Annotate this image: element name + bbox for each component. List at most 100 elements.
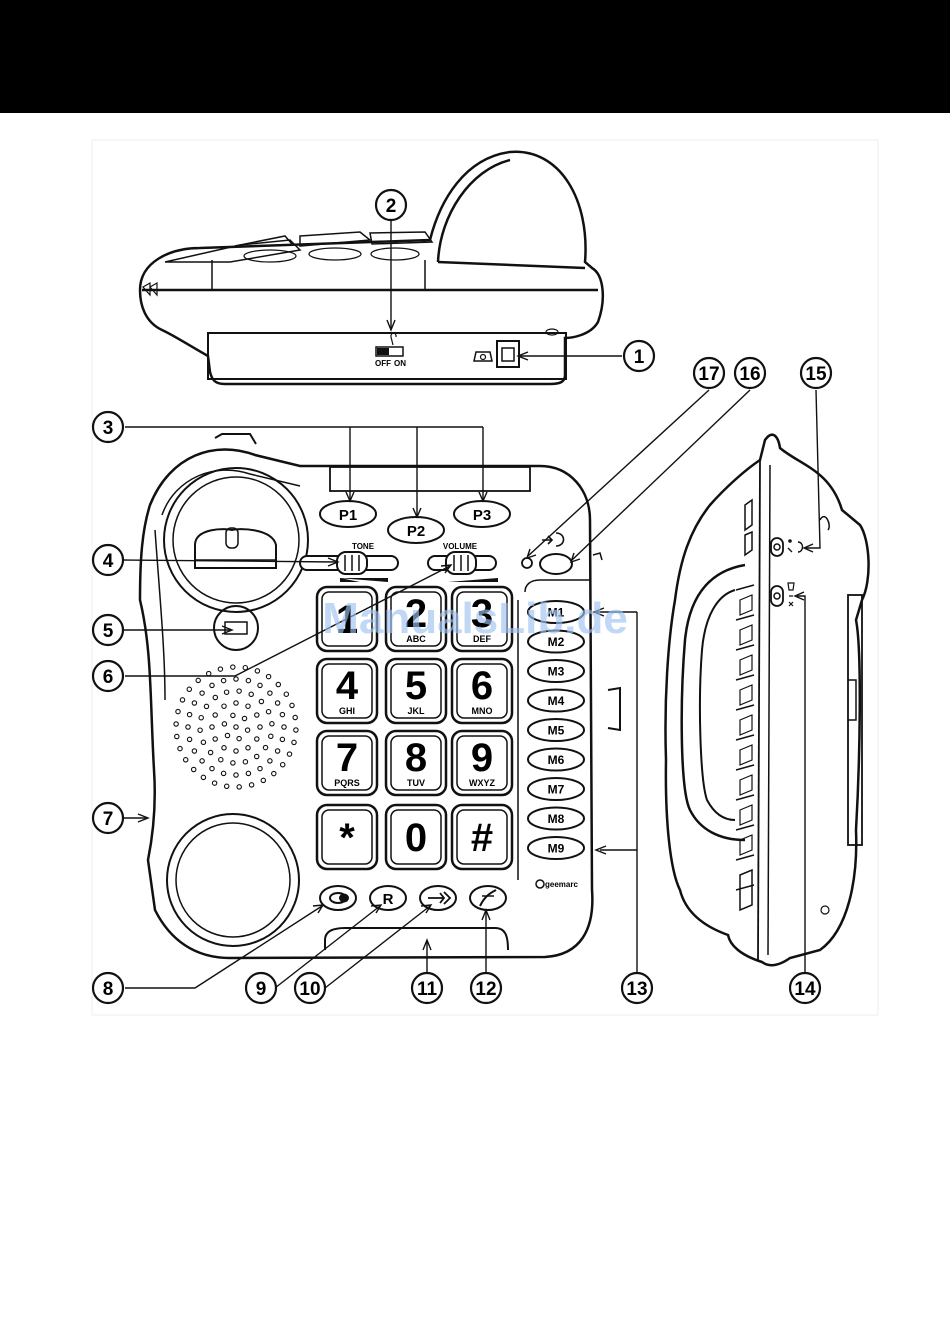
speaker-hole [192, 701, 196, 705]
memory-key-m8[interactable]: M8 [528, 808, 584, 830]
callout-number: 13 [626, 979, 647, 1000]
speaker-hole [293, 715, 297, 719]
program-keys: P1 P2 P3 [320, 501, 510, 543]
speaker-hole [234, 701, 238, 705]
speaker-hole [242, 716, 246, 720]
speaker-hole [213, 737, 217, 741]
memory-key-m5[interactable]: M5 [528, 719, 584, 741]
speaker-hole [237, 785, 241, 789]
speaker-hole [246, 746, 250, 750]
memory-key-m4[interactable]: M4 [528, 690, 584, 712]
speaker-hole [234, 677, 238, 681]
speaker-hole [261, 778, 265, 782]
speaker-hole [294, 728, 298, 732]
speaker-hole [272, 771, 276, 775]
key-letters: PQRS [334, 778, 360, 788]
memory-key-label: M9 [548, 842, 565, 856]
callout-number: 4 [103, 551, 114, 572]
callout-number: 6 [103, 667, 114, 688]
volume-slider-label: VOLUME [443, 542, 478, 551]
speaker-hole [270, 722, 274, 726]
speaker-hole [259, 699, 263, 703]
function-keys: R [320, 886, 506, 910]
speaker-hole [207, 671, 211, 675]
key-digit: 7 [336, 736, 358, 780]
key-digit: 9 [471, 736, 493, 780]
speaker-hole [200, 691, 204, 695]
speaker-hole [246, 678, 250, 682]
speaker-hole [201, 740, 205, 744]
speaker-hole [275, 701, 279, 705]
callout-7: 7 [93, 803, 123, 833]
speaker-hole [222, 704, 226, 708]
memory-key-label: M5 [548, 724, 565, 738]
callout-11: 11 [412, 973, 442, 1003]
speaker-hole [192, 749, 196, 753]
key-letters: WXYZ [469, 778, 496, 788]
speaker-hole [222, 746, 226, 750]
callout-2: 2 [376, 190, 406, 220]
callout-16: 16 [735, 358, 765, 388]
mute-button[interactable] [320, 886, 356, 910]
key-hash[interactable]: # [452, 805, 512, 869]
visual-ring-indicator [522, 558, 532, 568]
callout-17: 17 [694, 358, 724, 388]
handset-lock-slot [325, 928, 508, 950]
tone-slider-label: TONE [352, 542, 375, 551]
speaker-hole [255, 669, 259, 673]
handset-cradle [164, 468, 308, 612]
key-digit: 8 [405, 736, 427, 780]
volume-slider[interactable]: VOLUME [428, 542, 498, 582]
memory-key-m9[interactable]: M9 [528, 837, 584, 859]
speaker-hole [249, 783, 253, 787]
side-view [665, 435, 868, 966]
headset-jack[interactable] [771, 538, 783, 556]
callout-14: 14 [790, 973, 820, 1003]
callout-number: 17 [698, 364, 719, 385]
speaker-hole [224, 690, 228, 694]
callout-number: 15 [805, 364, 827, 385]
memory-key-m7[interactable]: M7 [528, 778, 584, 800]
program-key-2-label: P2 [407, 523, 425, 540]
speaker-hole [199, 716, 203, 720]
callout-number: 2 [386, 196, 397, 217]
key-digit: 4 [336, 664, 359, 708]
handsfree-button[interactable] [470, 886, 506, 910]
memory-key-label: M4 [548, 694, 565, 708]
switch-off-label: OFF [375, 359, 391, 368]
memory-key-m6[interactable]: M6 [528, 749, 584, 771]
callout-number: 8 [103, 979, 114, 1000]
callout-number: 14 [794, 979, 816, 1000]
speaker-hole [263, 745, 267, 749]
callout-15: 15 [801, 358, 831, 388]
speaker-hole [178, 746, 182, 750]
speaker-hole [287, 752, 291, 756]
speaker-hole [218, 667, 222, 671]
ringer-volume-switch[interactable] [771, 586, 783, 606]
speaker-hole [237, 689, 241, 693]
key-star[interactable]: * [317, 805, 377, 869]
key-0[interactable]: 0 [386, 805, 446, 869]
speaker-hole [175, 734, 179, 738]
callout-8: 8 [93, 973, 123, 1003]
speaker-hole [231, 713, 235, 717]
speaker-hole [187, 687, 191, 691]
program-key-3-label: P3 [473, 507, 491, 524]
callout-3: 3 [93, 412, 123, 442]
headset-jack-icon [798, 542, 803, 552]
memory-key-m3[interactable]: M3 [528, 660, 584, 682]
headset-icon [556, 533, 564, 546]
speaker-hole [196, 678, 200, 682]
speaker-hole [243, 760, 247, 764]
memory-key-label: M7 [548, 783, 565, 797]
speaker-hole [231, 761, 235, 765]
headset-key[interactable] [540, 554, 572, 574]
speaker-hole [255, 713, 259, 717]
